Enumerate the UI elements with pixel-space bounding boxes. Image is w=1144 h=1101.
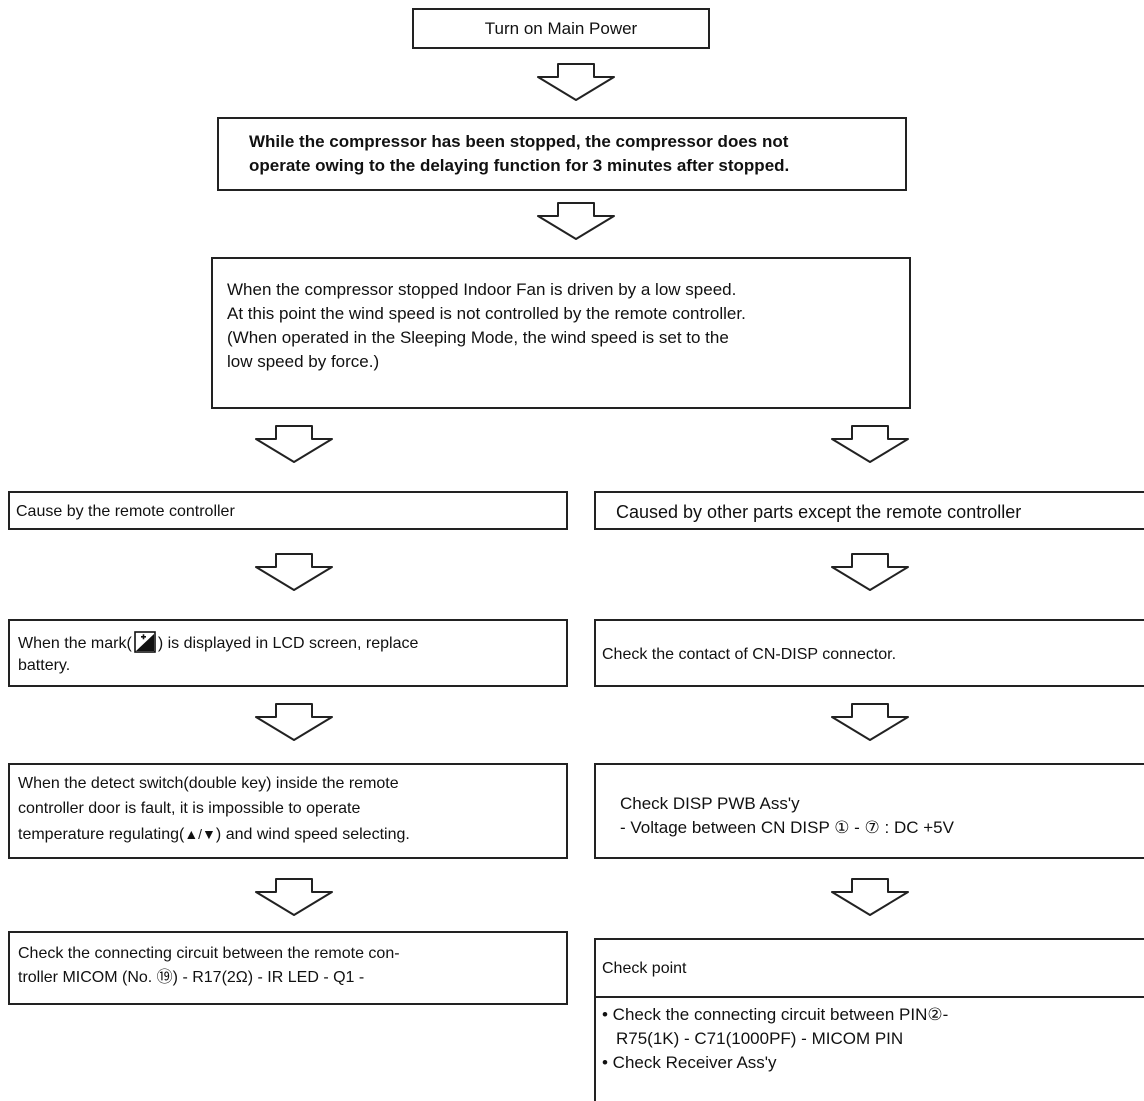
left-replace-battery-line-1: When the mark( ) is displayed in LCD scre… [18,631,418,655]
check-point-divider [596,996,1144,998]
hollow-down-arrow-icon [537,202,615,240]
step-indoor-fan-line-2: At this point the wind speed is not cont… [227,304,746,323]
step-turn-on-power-text: Turn on Main Power [484,19,638,38]
right-check-contact: Check the contact of CN-DISP connector. [594,619,1144,687]
battery-text-start: When the mark( [18,635,132,652]
left-check-circuit-line-2: troller MICOM (No. ⑲) - R17(2Ω) - IR LED… [18,969,365,986]
left-check-circuit: Check the connecting circuit between the… [8,931,568,1005]
right-check-point: Check point • Check the connecting circu… [594,938,1144,1101]
left-detect-switch: When the detect switch(double key) insid… [8,763,568,859]
hollow-down-arrow-icon [537,63,615,101]
battery-icon [134,631,156,653]
hollow-down-arrow-icon [831,553,909,591]
right-check-disp-line-2: - Voltage between CN DISP ① - ⑦ : DC +5V [620,818,954,837]
left-cause-remote: Cause by the remote controller [8,491,568,530]
left-cause-remote-text: Cause by the remote controller [16,503,235,520]
right-check-disp: Check DISP PWB Ass'y - Voltage between C… [594,763,1144,859]
left-detect-switch-line-3: temperature regulating(▲/▼) and wind spe… [18,823,410,846]
right-check-point-item-3: • Check Receiver Ass'y [602,1053,777,1072]
left-detect-switch-line-2: controller door is fault, it is impossib… [18,800,361,817]
step-compressor-delay-line-1: While the compressor has been stopped, t… [249,132,789,151]
hollow-down-arrow-icon [831,425,909,463]
left-replace-battery-line-2: battery. [18,657,71,674]
hollow-down-arrow-icon [255,703,333,741]
switch-text-start: temperature regulating( [18,826,185,843]
hollow-down-arrow-icon [255,425,333,463]
switch-text-end: ) and wind speed selecting. [215,826,410,843]
step-indoor-fan: When the compressor stopped Indoor Fan i… [211,257,911,409]
battery-text-end: ) is displayed in LCD screen, replace [157,635,419,652]
hollow-down-arrow-icon [831,703,909,741]
right-cause-other: Caused by other parts except the remote … [594,491,1144,530]
step-compressor-delay-line-2: operate owing to the delaying function f… [249,156,790,175]
hollow-down-arrow-icon [255,878,333,916]
left-detect-switch-line-1: When the detect switch(double key) insid… [18,775,399,792]
hollow-down-arrow-icon [831,878,909,916]
hollow-down-arrow-icon [255,553,333,591]
step-indoor-fan-line-1: When the compressor stopped Indoor Fan i… [227,280,737,299]
right-check-point-item-2: R75(1K) - C71(1000PF) - MICOM PIN [616,1029,904,1048]
step-indoor-fan-line-3: (When operated in the Sleeping Mode, the… [227,328,729,347]
right-check-point-title: Check point [602,960,687,977]
right-cause-other-text: Caused by other parts except the remote … [616,502,1022,522]
step-indoor-fan-line-4: low speed by force.) [227,352,380,371]
step-turn-on-power: Turn on Main Power [412,8,710,49]
right-check-contact-text: Check the contact of CN-DISP connector. [602,646,897,663]
right-check-point-item-1: • Check the connecting circuit between P… [602,1005,949,1024]
step-compressor-delay: While the compressor has been stopped, t… [217,117,907,191]
right-check-disp-line-1: Check DISP PWB Ass'y [620,794,800,813]
left-check-circuit-line-1: Check the connecting circuit between the… [18,945,400,962]
left-replace-battery: When the mark( ) is displayed in LCD scre… [8,619,568,687]
up-down-arrows-icon: ▲/▼ [184,826,216,842]
